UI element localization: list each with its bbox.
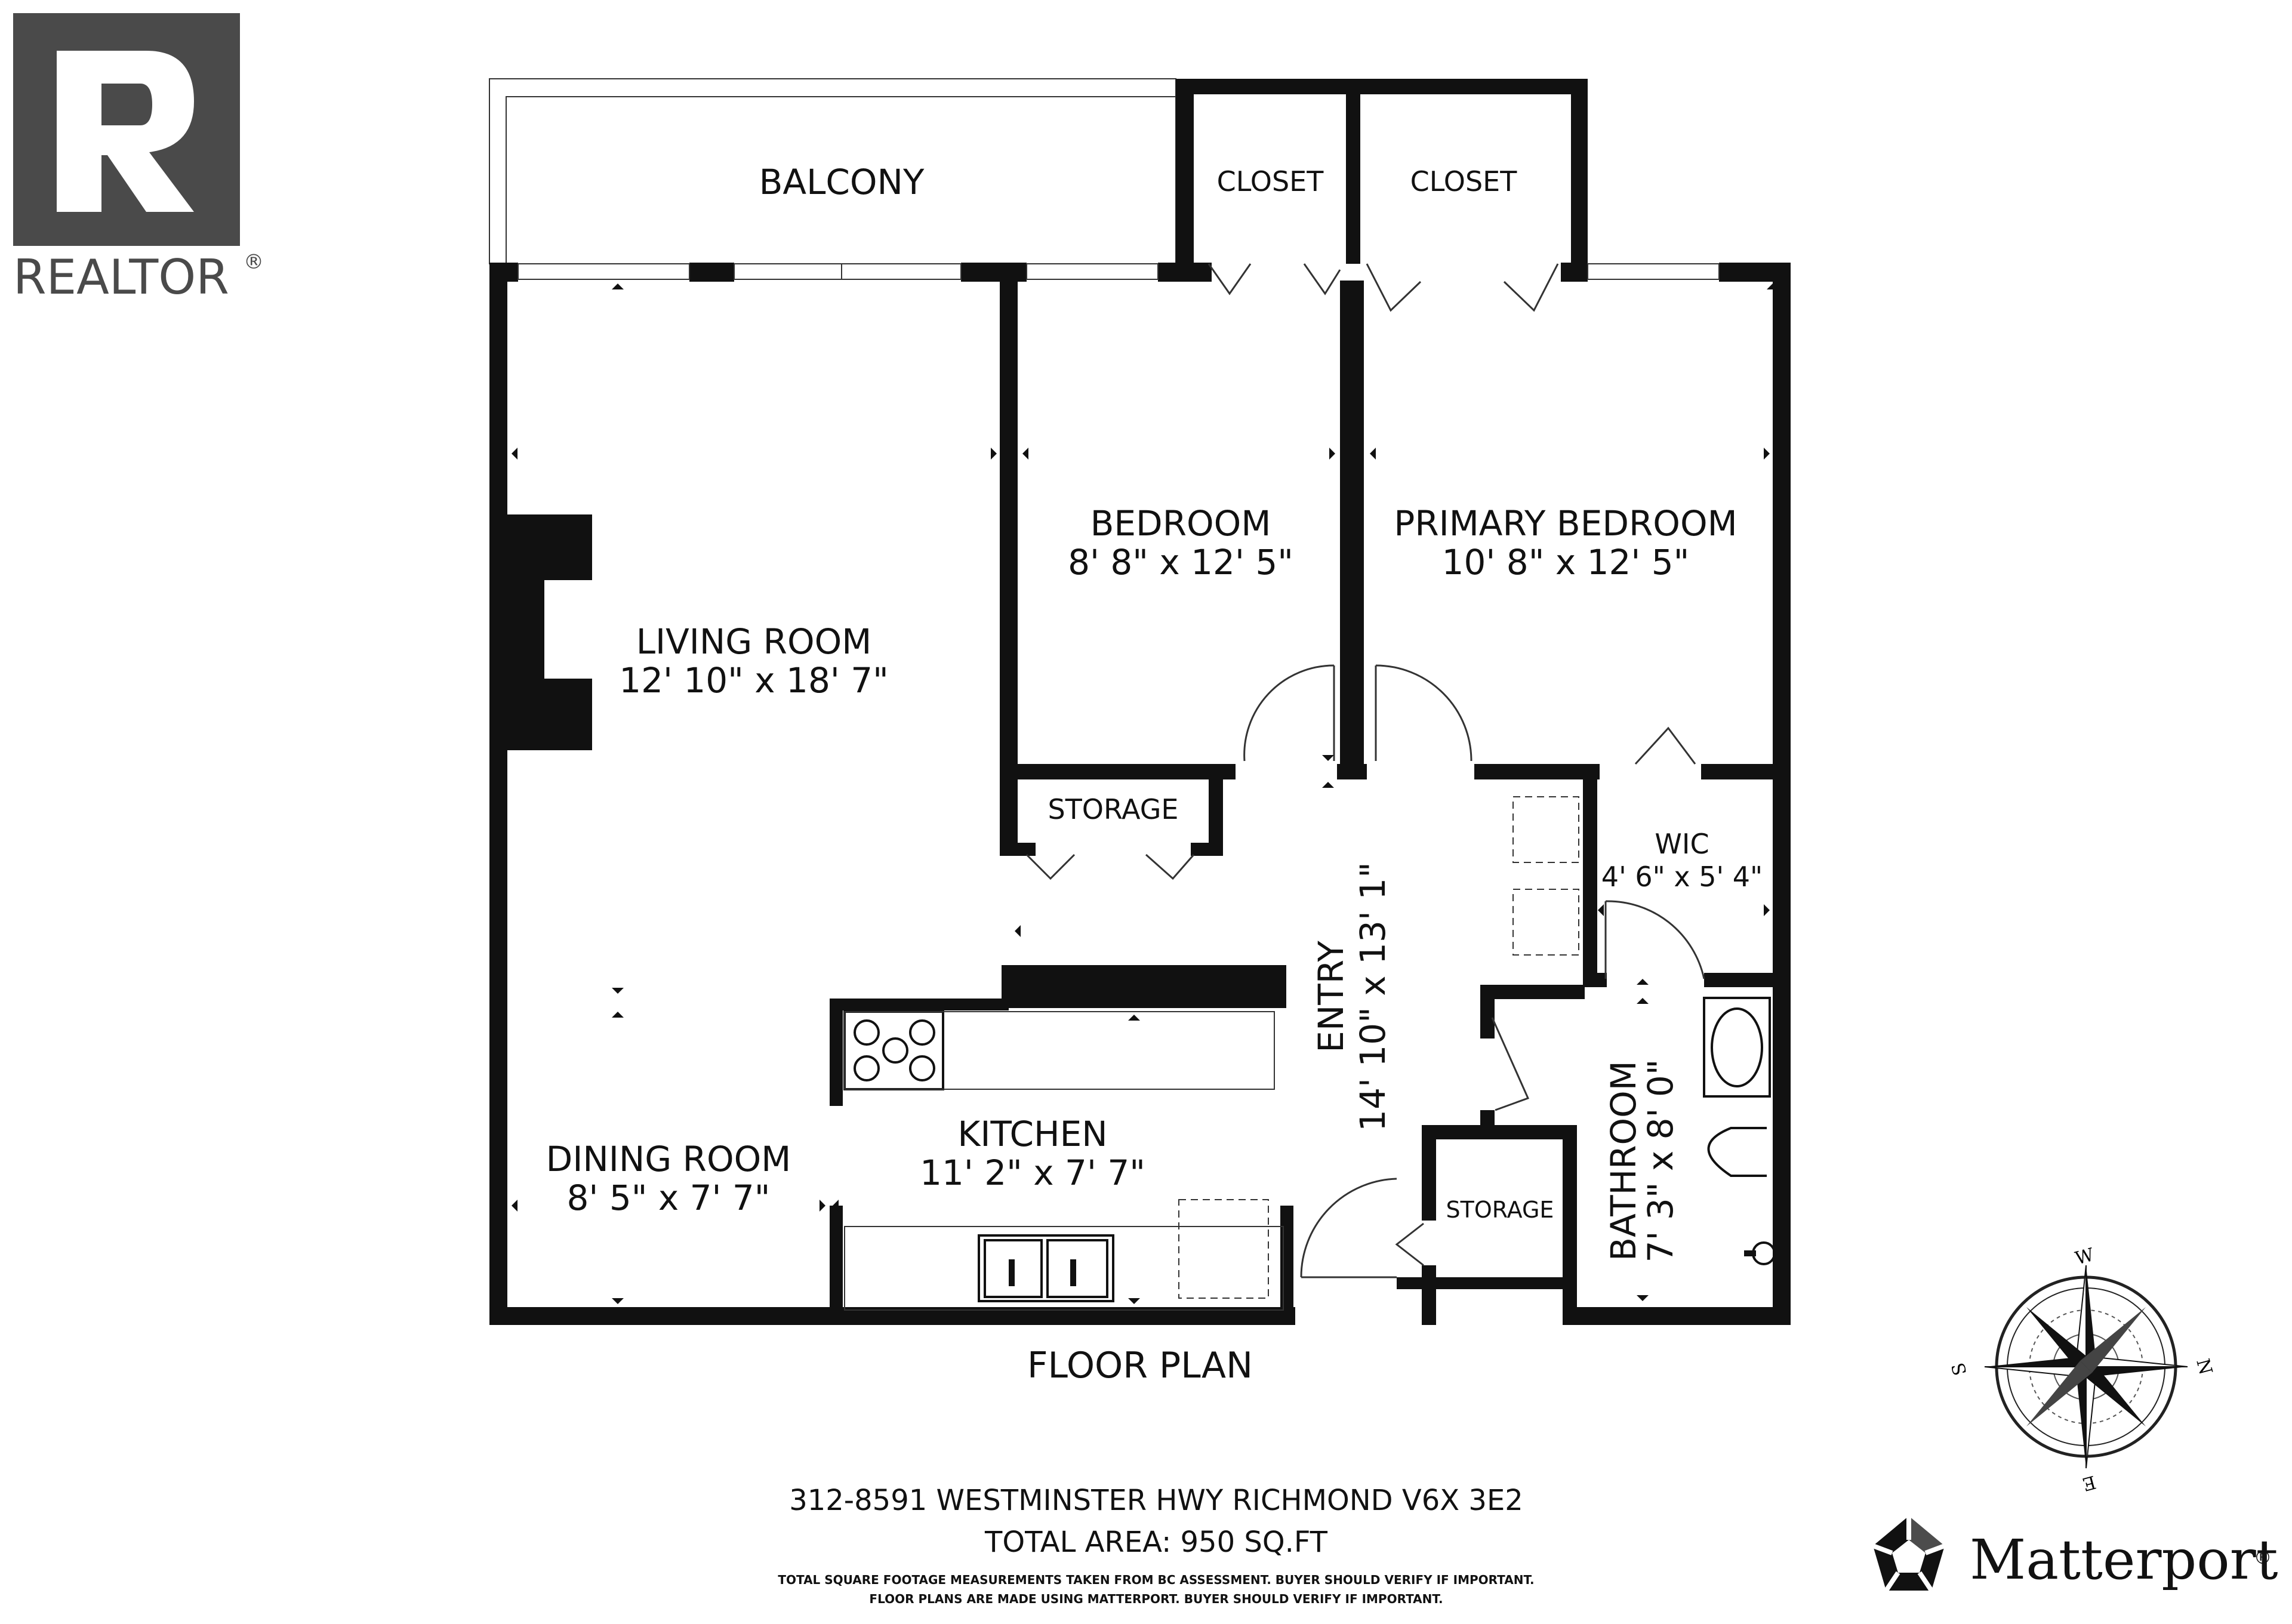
dining-room-name: DINING ROOM	[546, 1139, 791, 1179]
kitchen-size: 11' 2" x 7' 7"	[920, 1152, 1145, 1193]
matterport-icon	[1872, 1516, 1946, 1592]
matterport-registered-mark: ®	[2254, 1548, 2272, 1568]
matterport-wordmark: Matterport	[1970, 1528, 2278, 1592]
living-room-size: 12' 10" x 18' 7"	[619, 660, 889, 701]
measure-markers	[512, 283, 1779, 1304]
balcony-label: BALCONY	[759, 162, 925, 202]
entry-size: 14' 10" x 13' 1"	[1353, 862, 1393, 1132]
bathroom-sink-icon	[1744, 1241, 1776, 1265]
disclaimer-line-2: FLOOR PLANS ARE MADE USING MATTERPORT. B…	[869, 1592, 1443, 1606]
bedroom-name: BEDROOM	[1090, 503, 1271, 544]
realtor-r-icon	[57, 51, 194, 212]
realtor-registered-mark: ®	[244, 250, 264, 274]
footer: 312-8591 WESTMINSTER HWY RICHMOND V6X 3E…	[778, 1484, 1534, 1606]
entry-name: ENTRY	[1311, 941, 1351, 1053]
bedroom-size: 8' 8" x 12' 5"	[1068, 542, 1293, 583]
total-area-text: TOTAL AREA: 950 SQ.FT	[984, 1526, 1328, 1559]
compass-w: W	[2073, 1244, 2096, 1269]
realtor-wordmark: REALTOR	[13, 249, 229, 305]
walls	[489, 79, 1791, 1325]
floor-plan-caption: FLOOR PLAN	[1027, 1345, 1253, 1386]
disclaimer-line-1: TOTAL SQUARE FOOTAGE MEASUREMENTS TAKEN …	[778, 1573, 1534, 1587]
primary-bedroom-size: 10' 8" x 12' 5"	[1442, 542, 1690, 583]
room-labels: BALCONY CLOSET CLOSET BEDROOM 8' 8" x 12…	[546, 162, 1763, 1262]
living-room-name: LIVING ROOM	[636, 621, 872, 662]
address-text: 312-8591 WESTMINSTER HWY RICHMOND V6X 3E…	[789, 1484, 1523, 1517]
dining-room-size: 8' 5" x 7' 7"	[567, 1178, 771, 1218]
sink-icon	[978, 1234, 1114, 1302]
storage-top-label: STORAGE	[1048, 793, 1179, 825]
bathtub-icon	[1703, 997, 1771, 1098]
primary-bedroom-name: PRIMARY BEDROOM	[1394, 503, 1737, 544]
fixtures	[843, 796, 1776, 1311]
compass-s: S	[1948, 1360, 1971, 1378]
bathroom-name: BATHROOM	[1603, 1061, 1644, 1261]
washer-icon	[1512, 889, 1579, 956]
closet-right-label: CLOSET	[1410, 165, 1518, 198]
dryer-icon	[1512, 796, 1579, 863]
stove-icon	[843, 1010, 944, 1090]
bathroom-size: 7' 3" x 8' 0"	[1640, 1059, 1681, 1263]
storage-bottom-label: STORAGE	[1446, 1197, 1554, 1223]
dishwasher-icon	[1178, 1199, 1269, 1299]
wic-name: WIC	[1655, 828, 1709, 860]
doors	[1025, 263, 1705, 1278]
realtor-logo: REALTOR ®	[13, 13, 264, 305]
compass-icon: W E N S	[1948, 1244, 2216, 1494]
kitchen-name: KITCHEN	[957, 1114, 1107, 1154]
wic-size: 4' 6" x 5' 4"	[1601, 861, 1763, 893]
compass-e: E	[2080, 1471, 2098, 1494]
windows	[517, 263, 1720, 280]
closet-left-label: CLOSET	[1217, 165, 1324, 198]
toilet-icon	[1707, 1127, 1767, 1177]
compass-n: N	[2192, 1357, 2216, 1377]
matterport-logo: Matterport ®	[1872, 1516, 2278, 1592]
